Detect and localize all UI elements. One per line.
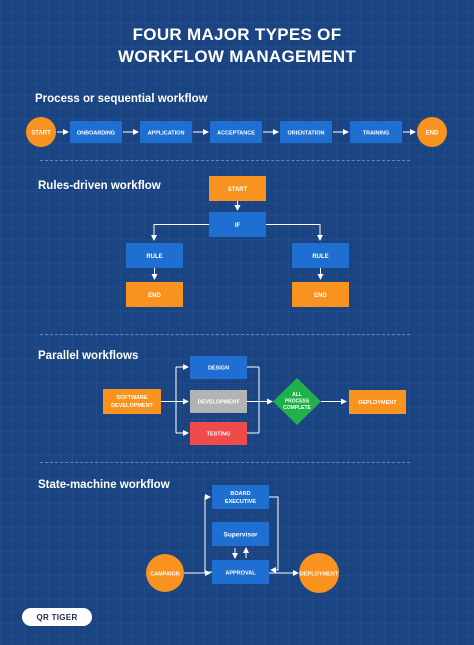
state-section-title: State-machine workflow bbox=[38, 479, 170, 491]
state-board-node bbox=[212, 485, 269, 509]
rules-rule-left-node bbox=[126, 243, 183, 268]
rules-end-left-node bbox=[126, 282, 183, 307]
state-campaign-label: CAMPAIGN bbox=[150, 572, 180, 578]
rules-arrow-left bbox=[151, 224, 209, 241]
page-title-line-2: WORKFLOW MANAGEMENT bbox=[118, 47, 356, 66]
parallel-source-label-2: DEVELOPMENT bbox=[111, 403, 154, 409]
seq-end-node bbox=[417, 117, 447, 147]
rules-end-right-node bbox=[292, 282, 349, 307]
parallel-deployment-label: DEPLOYMENT bbox=[358, 400, 397, 406]
state-flow: BOARD EXECUTIVE Supervisor APPROVAL CAMP… bbox=[146, 485, 339, 593]
brand-logo: QR TIGER bbox=[22, 608, 92, 626]
parallel-source-label-1: SOFTWARE bbox=[116, 395, 147, 401]
parallel-source-node bbox=[103, 389, 161, 414]
seq-step-label: ORIENTATION bbox=[287, 131, 324, 137]
brand-logo-text: QR TIGER bbox=[36, 612, 78, 622]
seq-start-node bbox=[26, 117, 56, 147]
parallel-development-label: DEVELOPMENT bbox=[198, 400, 241, 406]
state-loop-right bbox=[269, 496, 279, 573]
state-loop-left bbox=[204, 494, 212, 573]
rules-end-left-label: END bbox=[148, 293, 161, 299]
rules-start-node bbox=[209, 176, 266, 201]
seq-step-training bbox=[350, 121, 402, 143]
seq-step-label: ONBOARDING bbox=[77, 131, 115, 137]
seq-step-label: APPLICATION bbox=[148, 131, 185, 137]
seq-step-acceptance bbox=[210, 121, 262, 143]
state-deployment-node bbox=[299, 553, 339, 593]
seq-step-label: ACCEPTANCE bbox=[217, 131, 255, 137]
section-divider bbox=[40, 160, 410, 161]
parallel-gate-node bbox=[273, 378, 321, 425]
state-supervisor-node bbox=[212, 522, 269, 546]
seq-step-label: TRAINING bbox=[363, 131, 390, 137]
parallel-gate-label-1: ALL bbox=[292, 392, 302, 398]
rules-rule-right-node bbox=[292, 243, 349, 268]
parallel-gate-label-3: COMPLETE bbox=[283, 405, 311, 411]
seq-end-label: END bbox=[426, 131, 439, 137]
rules-end-right-label: END bbox=[314, 293, 327, 299]
seq-start-label: START bbox=[31, 131, 51, 137]
parallel-deployment-node bbox=[349, 390, 406, 414]
state-board-label-1: BOARD bbox=[230, 491, 250, 497]
rules-section-title: Rules-driven workflow bbox=[38, 180, 161, 192]
rules-flow: START IF RULE RULE END END bbox=[126, 176, 349, 307]
parallel-design-label: DESIGN bbox=[208, 366, 229, 372]
state-supervisor-label: Supervisor bbox=[224, 532, 258, 539]
state-approval-label: APPROVAL bbox=[225, 571, 256, 577]
parallel-testing-label: TESTING bbox=[207, 432, 231, 438]
rules-arrow-right bbox=[266, 224, 323, 241]
state-approval-node bbox=[212, 560, 269, 584]
rules-rule-right-label: RULE bbox=[312, 254, 328, 260]
page-title: FOUR MAJOR TYPES OF WORKFLOW MANAGEMENT bbox=[0, 24, 474, 68]
seq-step-orientation bbox=[280, 121, 332, 143]
section-divider bbox=[40, 462, 410, 463]
rules-if-node bbox=[209, 212, 266, 237]
parallel-gate-label-2: PROCESS bbox=[285, 399, 310, 405]
parallel-flow: SOFTWARE DEVELOPMENT DESIGN DEVELOPMENT … bbox=[103, 356, 406, 445]
rules-if-label: IF bbox=[235, 223, 241, 229]
state-board-label-2: EXECUTIVE bbox=[225, 499, 257, 505]
section-divider bbox=[40, 334, 410, 335]
seq-step-onboarding bbox=[70, 121, 122, 143]
state-deployment-label: DEPLOYMENT bbox=[300, 572, 339, 578]
rules-rule-left-label: RULE bbox=[146, 254, 162, 260]
parallel-testing-node bbox=[190, 422, 247, 445]
rules-start-label: START bbox=[228, 187, 248, 193]
seq-step-application bbox=[140, 121, 192, 143]
sequential-section-title: Process or sequential workflow bbox=[35, 93, 208, 105]
sequential-flow: START ONBOARDING APPLICATION ACCEPTANCE … bbox=[26, 117, 447, 147]
parallel-section-title: Parallel workflows bbox=[38, 350, 139, 362]
parallel-development-node bbox=[190, 390, 247, 413]
parallel-design-node bbox=[190, 356, 247, 379]
state-campaign-node bbox=[146, 554, 184, 592]
page-title-line-1: FOUR MAJOR TYPES OF bbox=[132, 25, 342, 44]
